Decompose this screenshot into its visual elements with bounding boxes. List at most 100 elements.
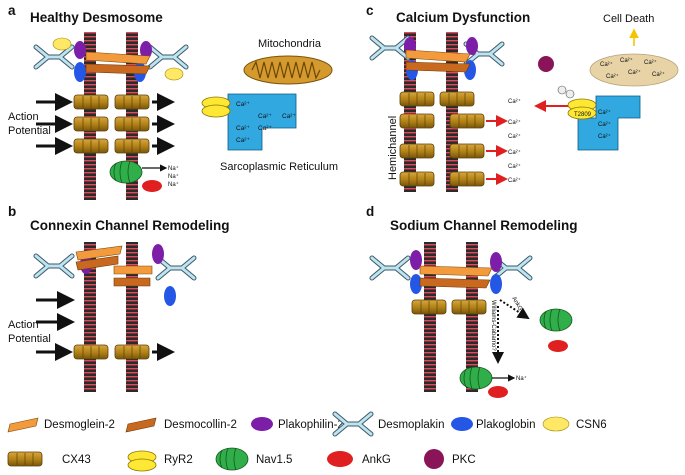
ca-label: Ca²⁺ [620,57,633,64]
desmoplakin-icon [150,47,186,67]
legend-label: Desmoglein-2 [44,419,115,431]
panel-b: b Connexin Channel Remodeling Action Pot… [8,204,230,392]
cx43-icon [73,116,109,132]
legend-label: Plakoglobin [476,419,535,431]
panel-d-letter: d [366,204,374,219]
legend-label: Desmoplakin [378,419,444,431]
ca-label: Ca²⁺ [644,59,657,66]
sr-label: Sarcoplasmic Reticulum [220,161,338,173]
panel-c-title: Calcium Dysfunction [396,10,530,25]
legend-label: Desmocollin-2 [164,419,237,431]
desmoplakin-icon [372,258,408,278]
ryr2-icon [127,450,157,472]
desmocollin-icon [113,277,151,287]
cx43-icon [399,171,435,187]
na-label: Na⁺ [516,375,527,382]
nav15-icon [459,366,493,390]
action-label: Action [8,319,39,331]
desmocollin-icon [75,255,119,271]
ca-label: Ca²⁺ [606,73,619,80]
hemichannel-label: Hemichannel [387,116,399,180]
desmoplakin-icon [36,256,72,276]
potential-label: Potential [8,333,51,345]
ca-label: Ca²⁺ [236,125,250,132]
ankg-icon [142,180,162,192]
cx43-icon [114,344,150,360]
arrow [499,299,530,320]
mitochondria-icon [243,55,333,85]
plakoglobin-icon [451,417,473,431]
csn6-icon [542,416,570,432]
cx43-icon [399,91,435,107]
phosphate-icon [565,89,575,99]
desmocollin-icon [125,417,157,433]
ca-label: Ca²⁺ [258,113,272,120]
ryr2-icon [201,96,231,118]
pkc-icon [538,56,554,72]
ankg-icon [488,386,508,398]
pkc-icon [424,449,444,469]
ca-label: Ca²⁺ [508,163,521,170]
nav15-icon [215,447,249,471]
legend-label: Nav1.5 [256,454,292,466]
cx43-icon [439,91,475,107]
nav15-icon [539,308,573,332]
sr-icon [227,93,297,151]
desmoplakin-icon [372,38,408,58]
desmoglein-icon [85,51,151,65]
panel-d: d Sodium Channel Remodeling AnkG? Willia… [366,204,578,398]
desmoglein-icon [405,49,471,63]
cx43-icon [449,143,485,159]
legend-label: RyR2 [164,454,193,466]
legend-label: CSN6 [576,419,607,431]
desmoplakin-icon [36,47,72,67]
ca-label: Ca²⁺ [282,113,296,120]
plakophilin-icon [152,244,164,264]
ca-label: Ca²⁺ [258,125,272,132]
membrane [424,242,436,392]
cx43-icon [449,171,485,187]
panel-c-letter: c [366,3,374,18]
desmoplakin-icon [158,258,194,278]
desmoglein-icon [113,265,153,275]
ca-label: Ca²⁺ [236,101,250,108]
panel-d-title: Sodium Channel Remodeling [390,218,578,233]
cx43-icon [73,138,109,154]
cx43-icon [114,94,150,110]
ankg-label: AnkG? [510,296,525,315]
csn6-icon [52,37,72,51]
legend-label: PKC [452,454,476,466]
csn6-icon [164,67,184,81]
ankg-icon [327,451,353,467]
ca-label: Ca²⁺ [598,109,611,116]
ca-label: Ca²⁺ [600,61,613,68]
ca-label: Ca²⁺ [508,119,521,126]
cx43-icon [73,94,109,110]
cx43-icon [399,143,435,159]
cx43-icon [114,138,150,154]
desmocollin-icon [419,277,491,289]
williams-label: Williams-Cabarrio? [490,300,496,351]
cx43-icon [114,116,150,132]
ankg-icon [548,340,568,352]
plakoglobin-icon [410,274,422,294]
mitochondria-label: Mitochondria [258,38,322,50]
ca-label: Ca²⁺ [508,177,521,184]
desmoglein-icon [7,417,39,433]
plakophilin-icon [410,250,422,270]
phosphate-icon [557,85,567,95]
ca-label: Ca²⁺ [628,69,641,76]
cell-death-label: Cell Death [603,13,654,25]
panel-c: c Calcium Dysfunction Hemichannel Ca²⁺ C… [366,3,679,192]
mitochondria-icon [589,53,679,87]
nav15-icon [109,160,143,184]
panel-a-letter: a [8,3,16,18]
cx43-icon [449,113,485,129]
desmocollin-icon [85,63,151,75]
plakoglobin-icon [74,62,86,82]
plakophilin-icon [140,41,152,59]
cx43-icon [451,299,487,315]
membrane [84,32,96,200]
cx43-icon [7,451,43,467]
